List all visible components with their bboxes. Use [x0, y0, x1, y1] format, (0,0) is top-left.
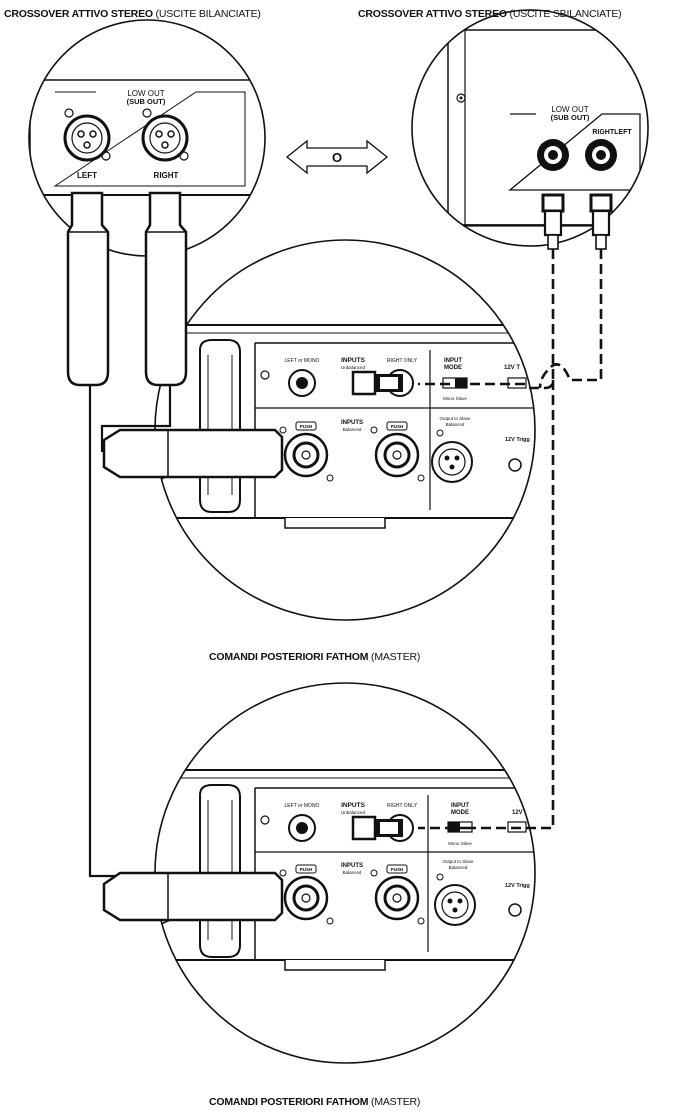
rca-plug-slave	[351, 815, 403, 841]
panel-right-only: RIGHT ONLY	[387, 358, 418, 364]
xlr-right-label: RIGHT	[154, 171, 179, 180]
panel2-unbalanced-label: Unbalanced	[341, 810, 366, 815]
xlr-left-label: LEFT	[77, 171, 97, 180]
fathom-master-panel-view: LEFT or MONO INPUTS Unbalanced RIGHT ONL…	[154, 239, 536, 621]
panel-left-or-mono: LEFT or MONO	[285, 358, 320, 364]
xlr-header: LOW OUT	[127, 89, 164, 98]
panel-unbalanced-label: Unbalanced	[341, 365, 366, 370]
panel-push-left: PUSH	[300, 424, 313, 429]
panel2-left-or-mono: LEFT or MONO	[285, 803, 320, 809]
panel-output-balanced: Balanced	[446, 422, 465, 427]
panel-output-slave: Output to Slave	[439, 416, 471, 421]
panel2-push-right: PUSH	[391, 867, 404, 872]
rca-header: LOW OUT	[551, 105, 588, 114]
xlr-plug-slave	[102, 871, 284, 922]
xlr-plug-left	[66, 191, 110, 387]
panel2-input-label: INPUT	[451, 803, 469, 809]
caption-fathom-master-1: COMANDI POSTERIORI FATHOM (MASTER)	[209, 651, 421, 663]
xlr-subheader: (SUB OUT)	[127, 97, 166, 106]
panel2-inputs-balanced: INPUTS	[341, 863, 363, 869]
panel-inputs-balanced: INPUTS	[341, 420, 363, 426]
panel2-mode-label: MODE	[451, 810, 469, 816]
rca-rightleft-label: RIGHTLEFT	[592, 129, 632, 136]
panel2-mono-slave: Mono Slave	[448, 841, 472, 846]
rca-plug-right	[541, 193, 565, 250]
rca-subheader: (SUB OUT)	[551, 113, 590, 122]
or-label: O	[332, 150, 342, 165]
unbalanced-crossover-view: LOW OUT (SUB OUT) RIGHTLEFT	[411, 9, 649, 250]
panel2-output-balanced: Balanced	[449, 865, 468, 870]
rca-plug-master	[351, 370, 403, 396]
panel-12v-top: 12V T	[504, 365, 520, 371]
panel-12v-trigger: 12V Trigg	[505, 437, 530, 443]
xlr-left-output[interactable]	[63, 108, 111, 162]
panel-push-right: PUSH	[391, 424, 404, 429]
rca-right-output[interactable]	[537, 139, 569, 171]
xlr-right-output[interactable]	[141, 108, 189, 162]
panel2-12v-trigger: 12V Trigg	[505, 883, 530, 889]
panel-mode-label: MODE	[444, 365, 462, 371]
panel2-inputs-label: INPUTS	[341, 802, 366, 809]
panel-balanced-label: Balanced	[343, 427, 362, 432]
xlr-plug-right	[144, 191, 188, 387]
panel-mono-slave: Mono Slave	[443, 396, 467, 401]
rca-plug-left	[589, 193, 613, 250]
caption-balanced-crossover: CROSSOVER ATTIVO STEREO (USCITE BILANCIA…	[4, 8, 261, 20]
panel-input-label: INPUT	[444, 358, 462, 364]
panel2-right-only: RIGHT ONLY	[387, 803, 418, 809]
rca-dashed-cable	[418, 249, 603, 830]
rca-left-output[interactable]	[585, 139, 617, 171]
or-arrow-icon: O	[285, 139, 389, 175]
panel2-output-slave: Output to Slave	[442, 859, 474, 864]
xlr-plug-master	[102, 428, 284, 479]
caption-fathom-master-2: COMANDI POSTERIORI FATHOM (MASTER)	[209, 1096, 421, 1108]
panel-inputs-label: INPUTS	[341, 357, 366, 364]
panel2-12v-top: 12V T	[512, 810, 528, 816]
xlr-cable	[88, 386, 172, 878]
panel2-balanced-label: Balanced	[343, 870, 362, 875]
panel2-push-left: PUSH	[300, 867, 313, 872]
